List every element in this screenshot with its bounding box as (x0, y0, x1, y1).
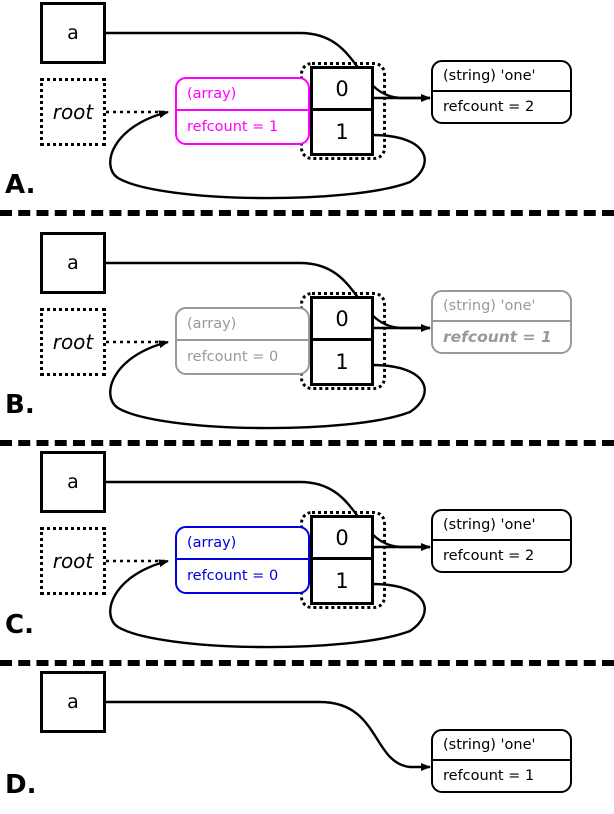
array-zval-panel-b: (array) refcount = 0 (175, 307, 310, 375)
array-index-cell-1: 1 (335, 350, 349, 374)
string-refcount-label: refcount = 1 (443, 328, 552, 346)
array-refcount-label: refcount = 0 (187, 568, 279, 584)
string-zval-panel-b: (string) 'one' refcount = 1 (431, 290, 572, 354)
string-zval-panel-d: (string) 'one' refcount = 1 (431, 729, 572, 793)
string-type-label: (string) 'one' (433, 292, 570, 322)
root-box-panel-c: root (40, 527, 106, 595)
variable-box-a-panel-b: a (40, 232, 106, 294)
panel-separator-2 (0, 440, 614, 446)
array-index-cell-0: 0 (313, 518, 371, 560)
array-index-cells-panel-a: 0 1 (310, 66, 374, 156)
string-type-label: (string) 'one' (433, 62, 570, 92)
root-box-panel-a: root (40, 78, 106, 146)
array-index-cell-1: 1 (335, 120, 349, 144)
variable-box-a-panel-d: a (40, 671, 106, 733)
string-zval-panel-c: (string) 'one' refcount = 2 (431, 509, 572, 573)
variable-label: a (67, 471, 79, 493)
variable-box-a-panel-a: a (40, 2, 106, 64)
variable-label: a (67, 22, 79, 44)
panel-letter-a: A. (5, 170, 36, 200)
panel-letter-b: B. (5, 390, 35, 420)
root-label: root (52, 330, 94, 354)
variable-label: a (67, 691, 79, 713)
root-label: root (52, 549, 94, 573)
array-type-label: (array) (177, 528, 308, 560)
array-index-cell-0: 0 (313, 69, 371, 111)
root-box-panel-b: root (40, 308, 106, 376)
variable-label: a (67, 252, 79, 274)
panel-separator-1 (0, 210, 614, 216)
string-zval-panel-a: (string) 'one' refcount = 2 (431, 60, 572, 124)
root-label: root (52, 100, 94, 124)
string-type-label: (string) 'one' (433, 511, 570, 541)
string-refcount-label: refcount = 2 (443, 548, 535, 564)
panel-separator-3 (0, 660, 614, 666)
array-index-cells-panel-b: 0 1 (310, 296, 374, 386)
array-type-label: (array) (177, 309, 308, 341)
array-zval-panel-c: (array) refcount = 0 (175, 526, 310, 594)
string-type-label: (string) 'one' (433, 731, 570, 761)
array-index-cells-panel-c: 0 1 (310, 515, 374, 605)
panel-letter-d: D. (5, 770, 37, 800)
array-refcount-label: refcount = 0 (187, 349, 279, 365)
string-refcount-label: refcount = 2 (443, 99, 535, 115)
array-zval-panel-a: (array) refcount = 1 (175, 77, 310, 145)
string-refcount-label: refcount = 1 (443, 768, 535, 784)
array-index-cell-1: 1 (335, 569, 349, 593)
panel-letter-c: C. (5, 610, 34, 640)
array-refcount-label: refcount = 1 (187, 119, 279, 135)
array-index-cell-0: 0 (313, 299, 371, 341)
array-type-label: (array) (177, 79, 308, 111)
variable-box-a-panel-c: a (40, 451, 106, 513)
